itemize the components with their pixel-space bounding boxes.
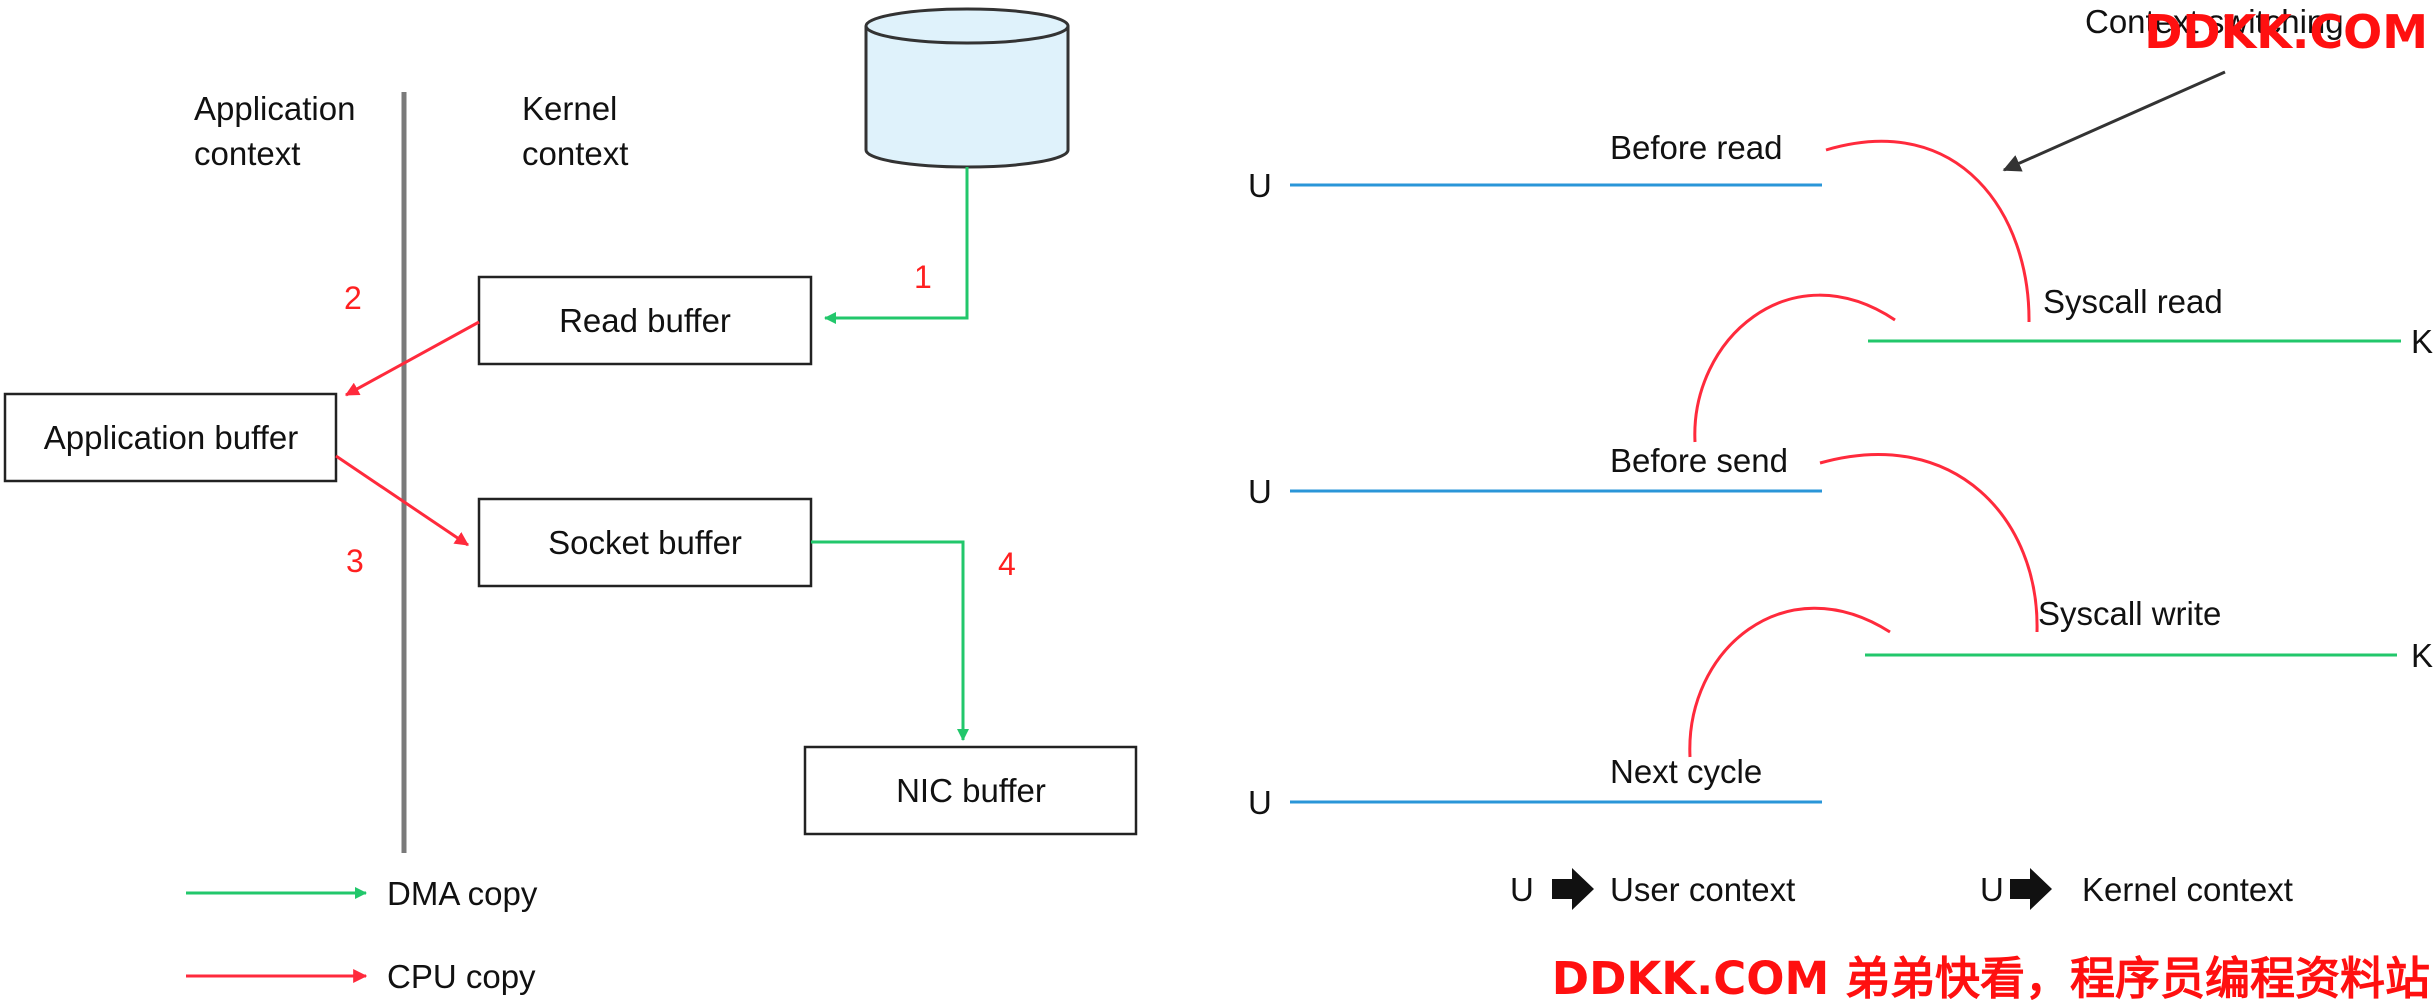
user-marker-2: U <box>1248 473 1272 510</box>
phase-before-read: Before read <box>1610 129 1782 166</box>
switch-arc-user-to-kernel-1 <box>1825 139 2031 323</box>
step-2: 2 <box>344 280 362 316</box>
app-context-label-1: Application <box>194 90 355 127</box>
application-buffer-label: Application buffer <box>44 419 298 456</box>
legend-user-arrow-icon <box>1552 868 1594 910</box>
user-marker-3: U <box>1248 784 1272 821</box>
socket-buffer-label: Socket buffer <box>548 524 742 561</box>
cpu-arrow-app-to-socket <box>335 454 469 547</box>
switch-arc-kernel-to-user-1 <box>1693 293 1896 443</box>
phase-syscall-write: Syscall write <box>2038 595 2221 632</box>
dma-arrow-disk-to-read-buffer <box>824 167 969 324</box>
read-buffer-box: Read buffer <box>477 275 813 366</box>
kernel-context-label-1: Kernel <box>522 90 617 127</box>
read-buffer-label: Read buffer <box>559 302 731 339</box>
legend-dma-label: DMA copy <box>387 875 538 912</box>
step-1: 1 <box>914 259 932 295</box>
phase-syscall-read: Syscall read <box>2043 283 2223 320</box>
legend-kernel-symbol: U <box>1980 871 2004 908</box>
switch-arc-kernel-to-user-2 <box>1688 606 1891 758</box>
step-4: 4 <box>998 546 1016 582</box>
phase-before-send: Before send <box>1610 442 1788 479</box>
context-switching-arrow <box>2002 70 2226 172</box>
disk-icon <box>864 7 1070 169</box>
legend-user-symbol: U <box>1510 871 1534 908</box>
legend-cpu-label: CPU copy <box>387 958 536 995</box>
legend-kernel-arrow-icon <box>2010 868 2052 910</box>
app-context-label-2: context <box>194 135 300 172</box>
watermark-bottom: DDKK.COM 弟弟快看，程序员编程资料站 <box>1552 952 2430 1002</box>
nic-buffer-label: NIC buffer <box>896 772 1046 809</box>
dma-arrow-socket-to-nic <box>811 540 969 741</box>
step-3: 3 <box>346 543 364 579</box>
switch-arc-user-to-kernel-2 <box>1819 452 2039 633</box>
nic-buffer-box: NIC buffer <box>803 745 1138 836</box>
kernel-marker-1: K <box>2411 323 2433 360</box>
socket-buffer-box: Socket buffer <box>477 497 813 588</box>
phase-next-cycle: Next cycle <box>1610 753 1762 790</box>
legend-kernel-text: Kernel context <box>2082 871 2293 908</box>
legend-user-text: User context <box>1610 871 1795 908</box>
kernel-marker-2: K <box>2411 637 2433 674</box>
cpu-arrow-read-to-app <box>344 320 480 397</box>
watermark-top: DDKK.COM <box>2144 5 2428 59</box>
kernel-context-label-2: context <box>522 135 628 172</box>
context-switching-label: Context switching <box>2085 3 2344 40</box>
user-marker-1: U <box>1248 167 1272 204</box>
application-buffer-box: Application buffer <box>3 392 338 483</box>
